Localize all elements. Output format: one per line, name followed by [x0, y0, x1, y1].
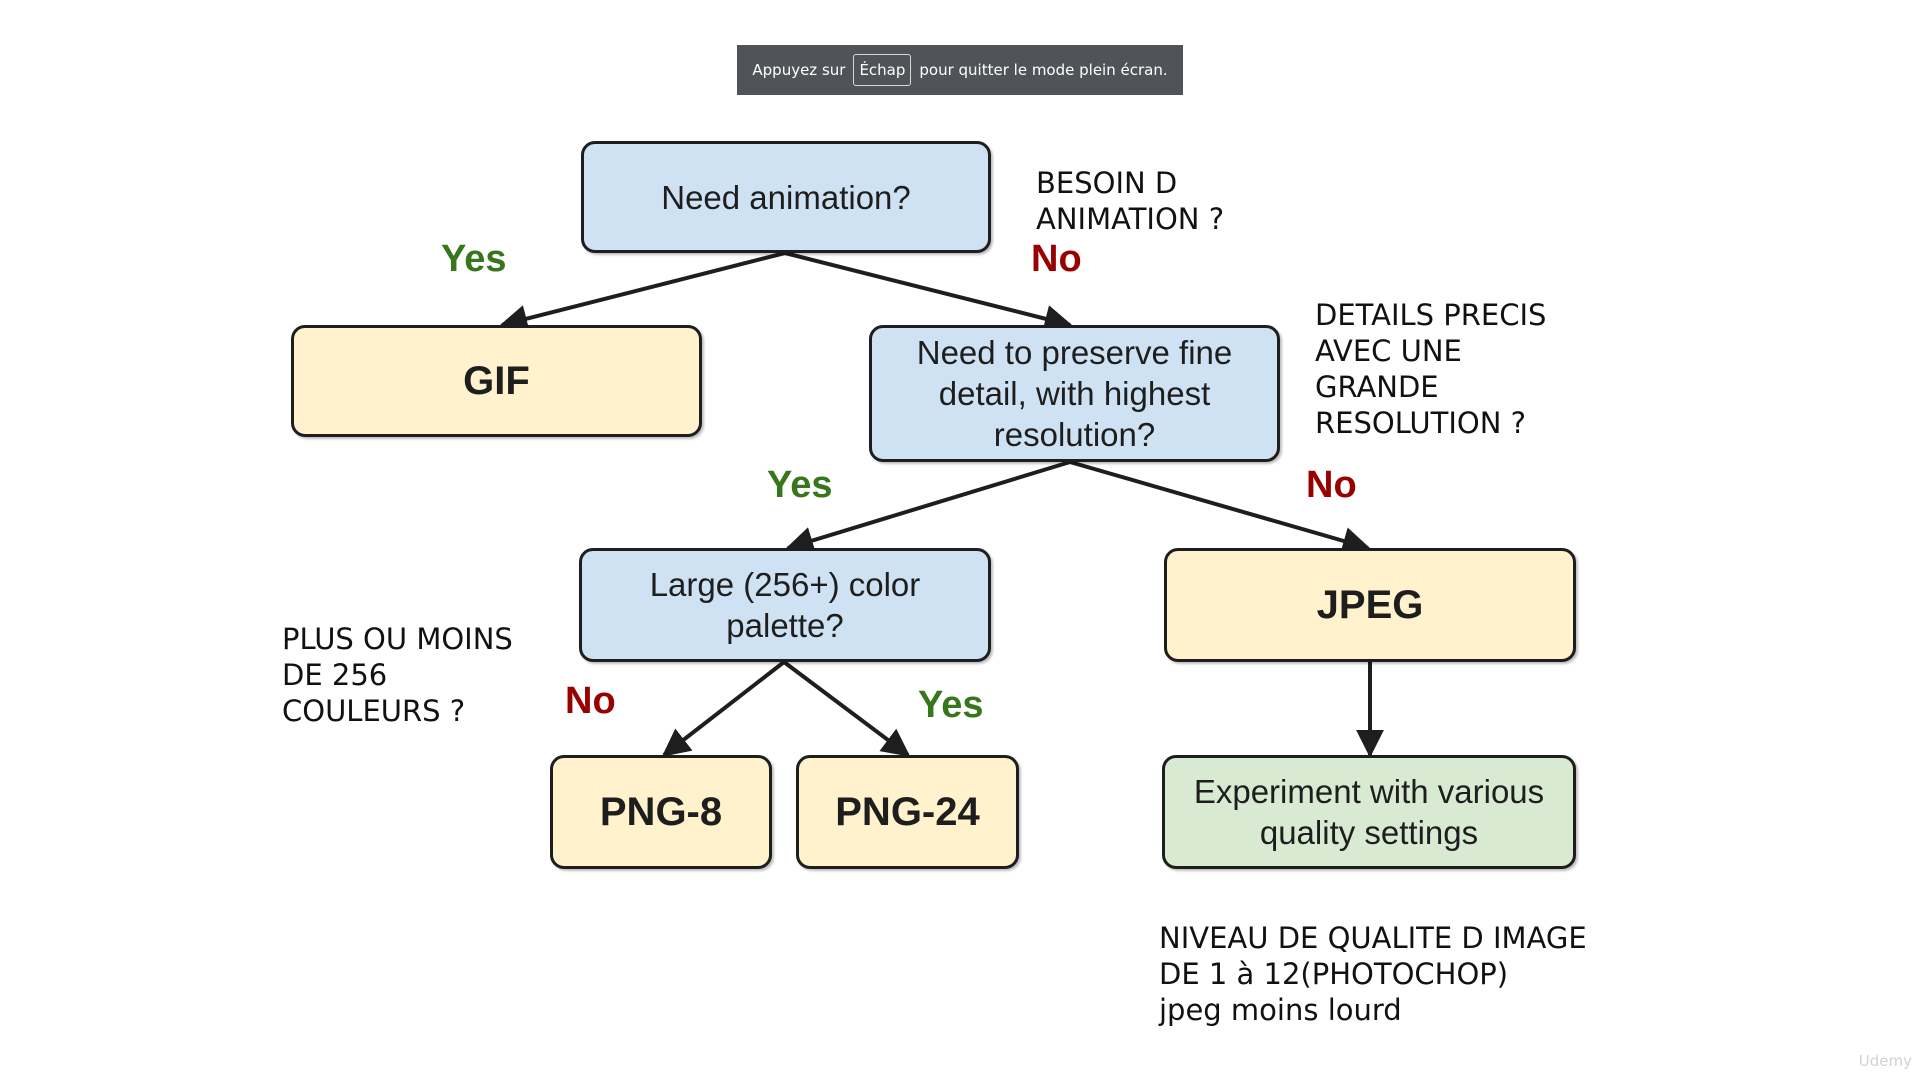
edge-palette-to-png24	[782, 660, 911, 757]
annotation-palette: PLUS OU MOINS DE 256 COULEURS ?	[282, 622, 513, 728]
node-png-8: PNG-8	[550, 755, 772, 869]
node-gif-text: GIF	[463, 358, 530, 403]
edge-label-no-palette: No	[565, 680, 616, 722]
node-color-palette: Large (256+) color palette?	[579, 548, 991, 662]
annotation-animation: BESOIN D ANIMATION ?	[1036, 166, 1225, 236]
annotation-quality: NIVEAU DE QUALITE D IMAGE DE 1 à 12(PHOT…	[1159, 921, 1587, 1027]
edge-detail-to-palette	[785, 460, 1071, 555]
edge-animation-to-gif	[499, 251, 786, 333]
node-preserve-detail-text: Need to preserve fine detail, with highe…	[916, 334, 1233, 453]
edge-label-yes-detail: Yes	[767, 464, 833, 506]
edge-label-no-animation: No	[1031, 238, 1082, 280]
node-gif: GIF	[291, 325, 702, 437]
edge-animation-to-detail	[784, 251, 1073, 333]
node-experiment-quality-text: Experiment with various quality settings	[1193, 773, 1545, 851]
fullscreen-notice-prefix: Appuyez sur	[752, 61, 846, 79]
node-color-palette-text: Large (256+) color palette?	[649, 566, 921, 644]
node-png-24: PNG-24	[796, 755, 1019, 869]
node-jpeg: JPEG	[1164, 548, 1576, 662]
fullscreen-notice-suffix: pour quitter le mode plein écran.	[919, 61, 1168, 79]
node-jpeg-text: JPEG	[1316, 582, 1424, 627]
edge-detail-to-jpeg	[1069, 460, 1371, 555]
udemy-watermark-logo: Udemy	[1858, 1052, 1912, 1070]
edge-label-yes-palette: Yes	[918, 684, 984, 726]
fullscreen-exit-notice: Appuyez sur Échap pour quitter le mode p…	[737, 45, 1183, 95]
node-png-8-text: PNG-8	[599, 789, 723, 834]
escape-key-badge: Échap	[853, 54, 912, 86]
edge-palette-to-png8	[661, 660, 786, 757]
node-need-animation: Need animation?	[581, 141, 991, 253]
node-need-animation-text: Need animation?	[661, 178, 911, 216]
edge-label-no-detail: No	[1306, 464, 1357, 506]
node-experiment-quality: Experiment with various quality settings	[1162, 755, 1576, 869]
node-png-24-text: PNG-24	[835, 789, 980, 834]
node-preserve-detail: Need to preserve fine detail, with highe…	[869, 325, 1280, 462]
edge-label-yes-animation: Yes	[441, 238, 507, 280]
annotation-detail: DETAILS PRECIS AVEC UNE GRANDE RESOLUTIO…	[1315, 298, 1547, 440]
